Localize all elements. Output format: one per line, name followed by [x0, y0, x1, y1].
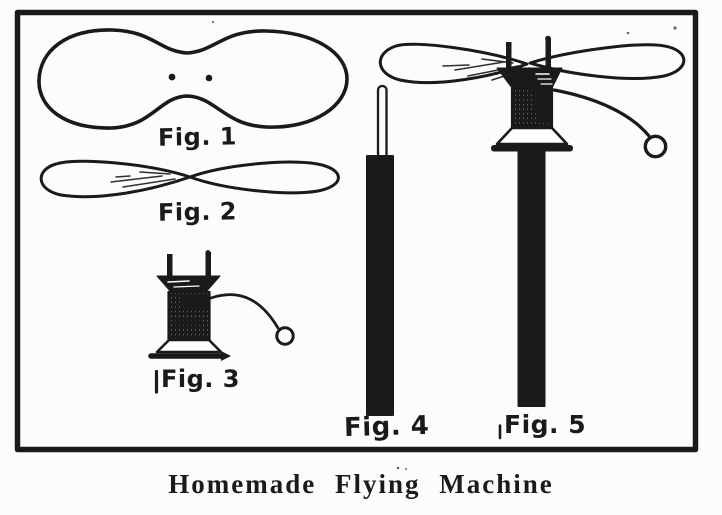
left-blade-path	[378, 42, 529, 85]
spool-top-flange	[496, 67, 563, 89]
right-blade-path	[528, 43, 686, 80]
illustration-caption: Homemade Flying Machine	[168, 469, 554, 499]
fig3-spool-launcher	[148, 250, 295, 361]
fig5-assembled-machine	[378, 35, 686, 407]
fig2-carved-propeller	[39, 159, 340, 199]
fig1-label: Fig. 1	[157, 122, 238, 152]
flange-base-band	[491, 145, 573, 152]
peg-head	[545, 35, 551, 42]
fig3-label: Fig. 3	[161, 365, 240, 393]
fig4-label: Fig. 4	[343, 410, 430, 444]
spool-peg-right	[205, 252, 211, 278]
spool-bottom-flange	[155, 338, 223, 354]
band-arrow-tip	[221, 351, 231, 361]
carving-hatch-lines	[110, 171, 187, 190]
thread-shading	[173, 319, 203, 328]
left-blade-path	[39, 159, 192, 199]
fig1-propeller-blank	[37, 28, 349, 130]
spool-peg-left	[167, 254, 173, 278]
string-loop	[275, 326, 295, 346]
flange-highlight	[173, 285, 200, 288]
spool-peg-right	[545, 38, 551, 69]
thread-shading	[181, 296, 208, 311]
ink-specks	[211, 20, 677, 470]
stick-body	[517, 150, 546, 407]
spool-top-flange	[156, 275, 221, 293]
shaft-hole-left	[168, 73, 176, 81]
thread-shading	[531, 90, 552, 123]
fig4-stick	[366, 84, 394, 416]
label-tick-marks	[154, 369, 502, 440]
flange-highlight	[167, 280, 190, 283]
string-loop	[643, 134, 668, 159]
fig2-label: Fig. 2	[157, 197, 238, 227]
spool-peg-left	[506, 42, 512, 69]
spindle-rod	[376, 84, 388, 160]
pull-string	[552, 88, 651, 138]
peg-head	[205, 250, 211, 255]
shaft-hole-right	[205, 74, 213, 82]
pull-string	[209, 293, 280, 330]
blank-outline-path	[37, 28, 349, 130]
border-frame	[14, 9, 699, 453]
right-blade-path	[188, 160, 340, 195]
fig5-label: Fig. 5	[504, 410, 587, 439]
spool-bottom-flange	[495, 126, 569, 146]
stick-body	[366, 155, 394, 416]
